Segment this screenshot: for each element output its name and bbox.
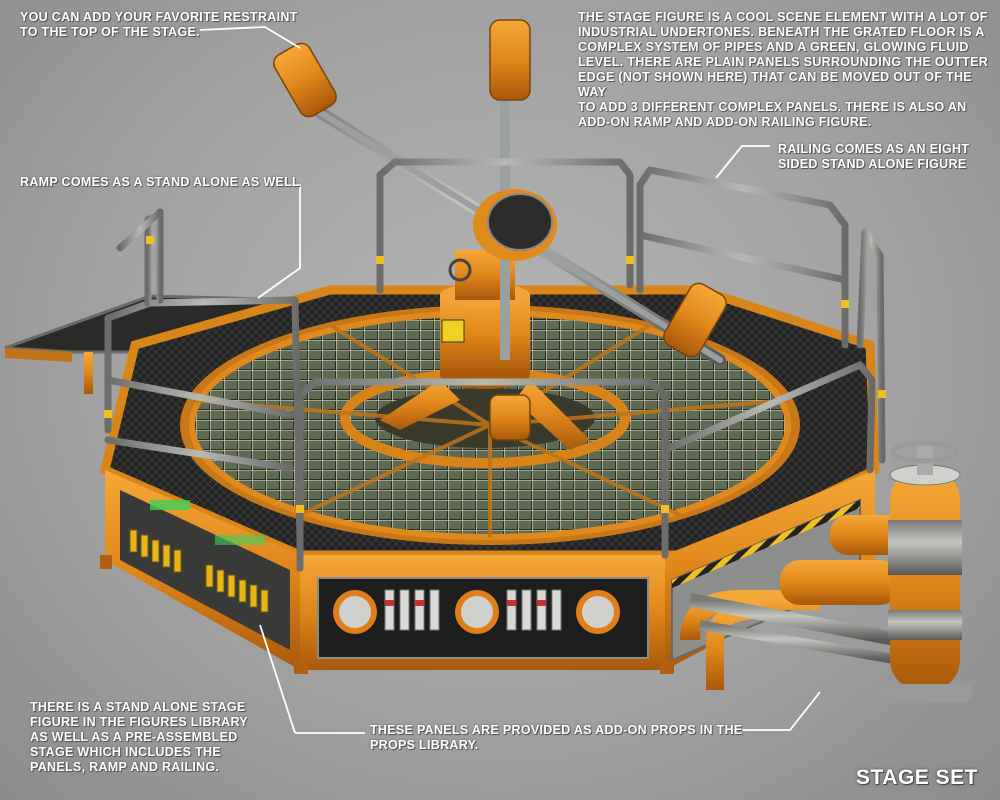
restraint-note: YOU CAN ADD YOUR FAVORITE RESTRAINT TO T… [20,10,298,39]
ramp-note: RAMP COMES AS A STAND ALONE AS WELL [20,175,300,189]
railing-hazard-bands [104,236,886,513]
ramp [4,294,301,394]
stage-figure-description: THE STAGE FIGURE IS A COOL SCENE ELEMENT… [578,10,989,129]
pipes-and-tank [680,440,972,702]
front-canister-panel [317,577,649,659]
callout-lines [199,26,821,734]
left-control-panel [120,490,290,650]
library-note: THERE IS A STAND ALONE STAGE FIGURE IN T… [30,700,248,774]
stage-set-title: STAGE SET [856,766,978,789]
railing [104,158,886,572]
railing-note: RAILING COMES AS AN EIGHT SIDED STAND AL… [778,142,970,171]
props-note: THESE PANELS ARE PROVIDED AS ADD-ON PROP… [370,723,743,752]
